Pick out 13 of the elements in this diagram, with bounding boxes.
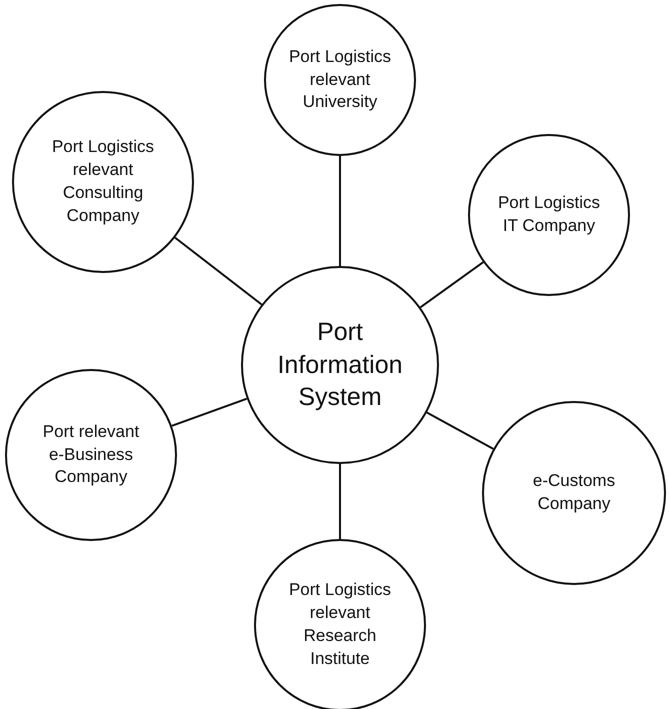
- connector-line: [174, 236, 262, 306]
- node-label: e-Customs Company: [532, 470, 616, 515]
- connector-line: [426, 412, 494, 450]
- connector-line: [420, 261, 484, 308]
- node-label: Port Logistics relevant Consulting Company: [50, 136, 156, 227]
- node-label: Port Information System: [276, 317, 404, 414]
- connector-line: [339, 156, 341, 266]
- connector-line: [339, 464, 341, 539]
- node-label: Port Logistics relevant Research Institute: [288, 579, 392, 670]
- node-label: Port relevant e-Business Company: [42, 420, 140, 488]
- connector-line: [172, 398, 248, 427]
- node-label: Port Logistics relevant University: [288, 46, 392, 114]
- node-label: Port Logistics IT Company: [496, 192, 602, 237]
